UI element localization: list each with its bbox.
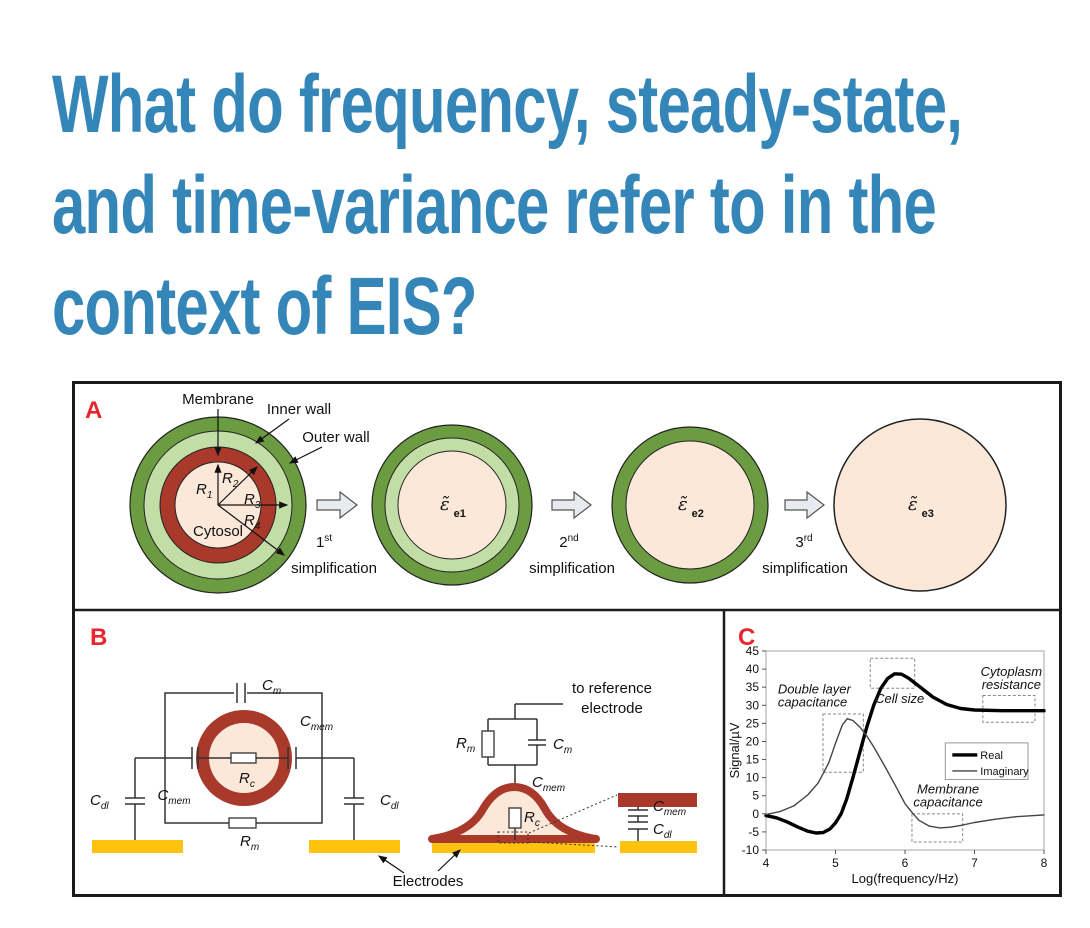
panel-c-letter: C xyxy=(738,624,755,651)
step-3-ordinal: 3rd xyxy=(795,533,812,551)
cell-model-simplified-2 xyxy=(611,426,769,584)
cell-model-simplified-1 xyxy=(371,424,533,586)
x-tick-label: 7 xyxy=(971,856,978,870)
cmem-label-3: Cmem xyxy=(532,774,565,794)
y-tick-label: 45 xyxy=(746,644,760,658)
measurement-circuit-right xyxy=(428,703,697,848)
block-arrow-3 xyxy=(784,490,825,520)
cdl-label-right: Cdl xyxy=(380,792,399,812)
legend-entry-label: Real xyxy=(980,750,1003,762)
electrodes-arrow-2 xyxy=(437,849,461,872)
equivalent-circuit-left xyxy=(125,683,364,840)
y-tick-label: 10 xyxy=(746,771,760,785)
chart-region xyxy=(911,813,964,843)
panel-a: A Membrane Inner wall Outer wall xyxy=(85,391,1007,594)
y-tick-label: -10 xyxy=(742,843,760,857)
x-tick-label: 8 xyxy=(1041,856,1048,870)
y-tick-label: 40 xyxy=(746,662,760,676)
y-tick-label: 30 xyxy=(746,698,760,712)
panel-b-letter: B xyxy=(90,624,107,651)
block-arrow-1 xyxy=(316,490,358,520)
step-1-ordinal: 1st xyxy=(316,533,332,551)
inset-membrane-bar xyxy=(618,793,697,807)
electrode-bars xyxy=(92,840,697,853)
chart-annotation: Cell size xyxy=(875,691,924,706)
chart-region xyxy=(982,695,1036,723)
cmem-label-inset: Cmem xyxy=(653,798,686,818)
chart-legend-box xyxy=(944,742,1029,780)
y-tick-label: 0 xyxy=(752,807,759,821)
chart-series-imaginary xyxy=(765,718,1045,829)
to-reference-line1: to reference xyxy=(572,680,652,697)
interface-zoom-box xyxy=(497,831,529,844)
question-title: What do frequency, steady-state, and tim… xyxy=(52,54,963,357)
y-tick-label: -5 xyxy=(748,825,759,839)
rm-label-2: Rm xyxy=(456,735,475,755)
legend-entry-label: Imaginary xyxy=(980,766,1029,778)
cytosol-label: Cytosol xyxy=(193,523,243,540)
resistor-rm-2 xyxy=(481,730,495,758)
x-tick-label: 4 xyxy=(763,856,770,870)
cm-label-2: Cm xyxy=(553,736,572,756)
panel-b: B xyxy=(90,624,697,890)
y-tick-label: 5 xyxy=(752,789,759,803)
chart-region xyxy=(822,713,864,773)
membrane-label: Membrane xyxy=(182,391,254,408)
y-axis-label: Signal/µV xyxy=(727,722,742,778)
resistor-rc xyxy=(230,752,257,764)
step-2-word: simplification xyxy=(529,560,615,577)
y-tick-label: 15 xyxy=(746,753,760,767)
epsilon-e2-label: ε̃e2 xyxy=(678,494,704,520)
electrodes-label: Electrodes xyxy=(393,873,464,890)
chart-series-real xyxy=(764,672,1046,835)
zoom-leader-bottom xyxy=(528,841,620,848)
cell-model-simplified-3 xyxy=(833,418,1007,592)
x-axis-label: Log(frequency/Hz) xyxy=(852,871,959,886)
inner-wall-arrow xyxy=(255,418,290,444)
epsilon-e1-label: ε̃e1 xyxy=(440,494,466,520)
x-tick-label: 6 xyxy=(902,856,909,870)
radius-r3-label: R3 xyxy=(244,491,261,511)
figure-svg: A Membrane Inner wall Outer wall xyxy=(72,381,1062,897)
title-line-2: and time-variance refer to in the xyxy=(52,160,937,251)
chart-region xyxy=(869,657,916,689)
resistor-rm xyxy=(228,817,257,829)
step-1-word: simplification xyxy=(291,560,377,577)
to-reference-line2: electrode xyxy=(581,700,643,717)
cmem-label-upper: Cmem xyxy=(300,713,333,733)
rc-label: Rc xyxy=(239,770,255,790)
inner-wall-label: Inner wall xyxy=(267,401,331,418)
y-tick-label: 25 xyxy=(746,716,760,730)
cdl-label-left: Cdl xyxy=(90,792,109,812)
outer-wall-label: Outer wall xyxy=(302,429,370,446)
resistor-rc-2 xyxy=(508,807,522,829)
epsilon-e3-label: ε̃e3 xyxy=(908,494,934,520)
radius-r1-label: R1 xyxy=(196,481,212,501)
title-line-1: What do frequency, steady-state, xyxy=(52,59,963,150)
radius-r4-label: R4 xyxy=(244,512,261,532)
radius-r2-label: R2 xyxy=(222,470,239,490)
title-line-3: context of EIS? xyxy=(52,261,477,352)
x-tick-label: 5 xyxy=(832,856,839,870)
step-2-ordinal: 2nd xyxy=(559,533,578,551)
radii-arrows xyxy=(214,463,289,556)
outer-wall-arrow xyxy=(288,446,323,464)
y-tick-label: 35 xyxy=(746,680,760,694)
cm-label-top: Cm xyxy=(262,677,281,697)
cmem-label-lower: Cmem xyxy=(157,787,190,807)
panel-a-letter: A xyxy=(85,397,102,424)
step-3-word: simplification xyxy=(762,560,848,577)
block-arrow-2 xyxy=(551,490,592,520)
cdl-label-inset: Cdl xyxy=(653,821,672,841)
y-tick-label: 20 xyxy=(746,734,760,748)
figure-panel: A Membrane Inner wall Outer wall xyxy=(72,381,1062,897)
rc-label-2: Rc xyxy=(524,809,540,829)
electrodes-arrow-1 xyxy=(378,855,405,874)
rm-label: Rm xyxy=(240,833,259,853)
